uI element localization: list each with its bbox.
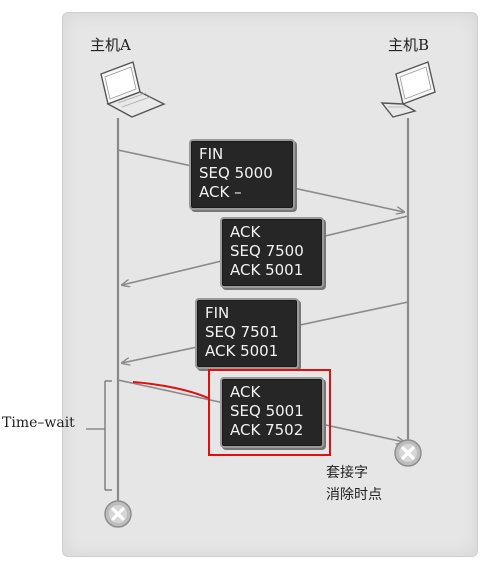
host-a-end-close-icon bbox=[104, 500, 132, 528]
packet-line: SEQ 7501 bbox=[205, 323, 279, 341]
packet-line: FIN bbox=[205, 304, 230, 322]
packet-fin-1: FIN SEQ 5000 ACK – bbox=[189, 139, 295, 210]
time-wait-label: Time–wait bbox=[2, 415, 75, 431]
packet-line: SEQ 5000 bbox=[199, 164, 273, 182]
packet-line: SEQ 7500 bbox=[230, 242, 304, 260]
packet-line: ACK bbox=[230, 383, 261, 401]
socket-note-line-2: 消除时点 bbox=[326, 487, 382, 503]
packet-fin-2: FIN SEQ 7501 ACK 5001 bbox=[195, 298, 299, 369]
socket-removed-note: 套接字 消除时点 bbox=[326, 462, 382, 506]
packet-line: ACK – bbox=[199, 183, 242, 201]
socket-note-line-1: 套接字 bbox=[326, 465, 368, 481]
host-b-label: 主机B bbox=[388, 36, 430, 54]
packet-line: ACK 7502 bbox=[230, 421, 304, 439]
packet-line: ACK bbox=[230, 223, 261, 241]
host-a-laptop-icon bbox=[100, 61, 166, 118]
packet-line: ACK 5001 bbox=[230, 261, 304, 279]
highlight-box bbox=[208, 369, 331, 456]
packet-line: SEQ 5001 bbox=[230, 402, 304, 420]
host-a-label: 主机A bbox=[90, 36, 131, 54]
packet-line: ACK 5001 bbox=[205, 342, 279, 360]
packet-ack-2: ACK SEQ 5001 ACK 7502 bbox=[220, 377, 324, 448]
packet-line: FIN bbox=[199, 145, 224, 163]
packet-ack-1: ACK SEQ 7500 ACK 5001 bbox=[220, 217, 324, 288]
highlight-pointer-line bbox=[132, 381, 209, 399]
host-b-laptop-icon bbox=[380, 61, 436, 118]
time-wait-bracket bbox=[86, 380, 112, 491]
host-b-end-close-icon bbox=[394, 439, 422, 467]
